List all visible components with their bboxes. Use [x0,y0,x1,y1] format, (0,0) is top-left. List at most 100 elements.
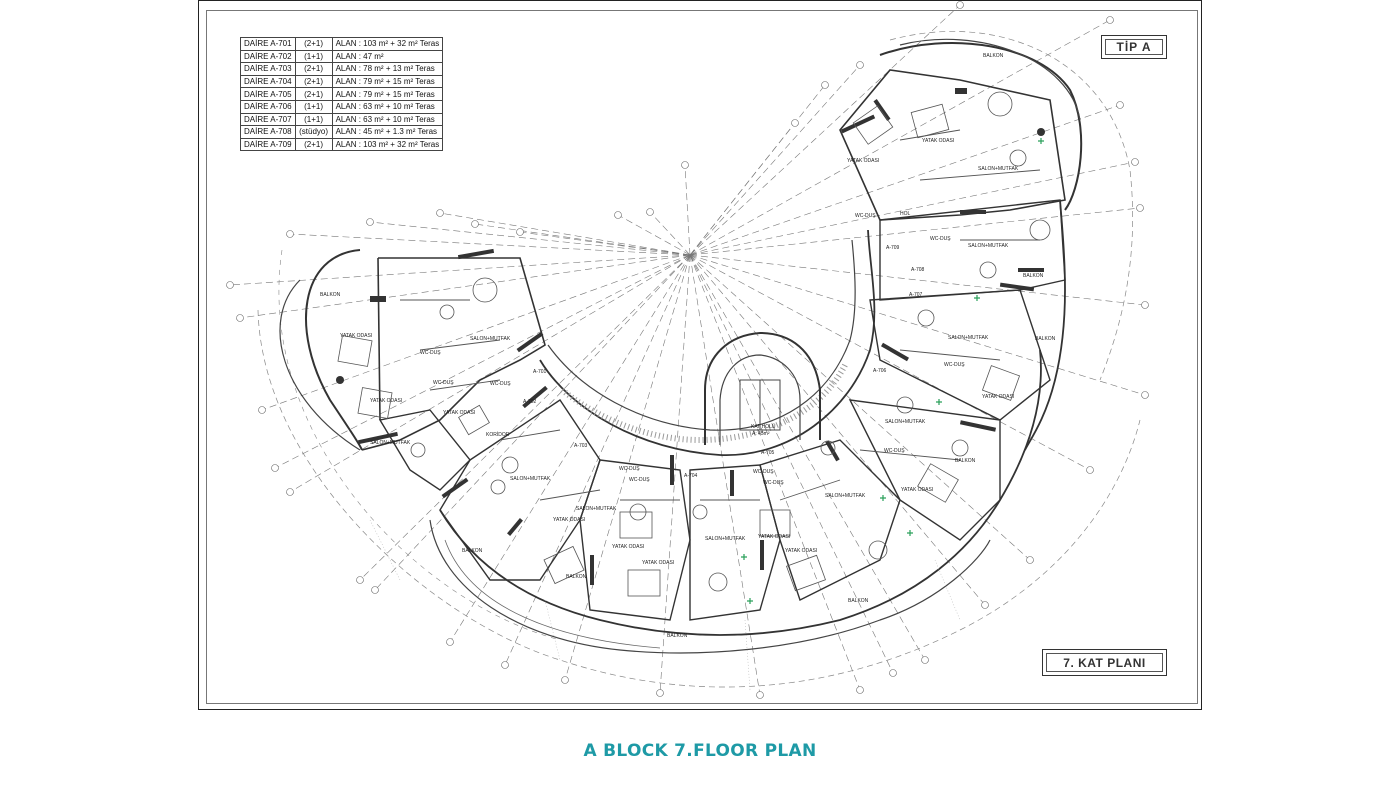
unit-tag: A-707 [909,292,923,298]
unit-tag: A-704 [684,473,698,479]
room-label: WC-DUŞ [490,381,511,387]
room-label: WC-DUŞ [629,477,650,483]
room-label: SALON+MUTFAK [470,336,511,342]
room-label: BALKON [566,574,587,580]
room-label: SALON+MUTFAK [968,243,1009,249]
column-marker [1037,128,1045,136]
unit-area-row: DAİRE A-709(2+1)ALAN : 103 m² + 32 m² Te… [240,137,444,152]
unit-tag: A-702 [523,399,537,405]
unit-area-cell: ALAN : 63 m² + 10 m² Teras [331,112,444,127]
unit-area-table: DAİRE A-701(2+1)ALAN : 103 m² + 32 m² Te… [240,37,444,152]
outer-terrace-left [279,279,361,451]
room-label: SALON+MUTFAK [948,335,989,341]
room-label: SALON+MUTFAK [978,166,1019,172]
unit-layout-cell: (stüdyo) [294,125,333,139]
unit-layout-cell: (2+1) [294,62,333,76]
room-labels: A-701A-702A-703A-704A-705A-706A-707A-708… [320,53,1056,639]
unit-tag: A-708 [911,267,925,273]
unit-area-cell: ALAN : 79 m² + 15 m² Teras [331,74,444,89]
unit-area-cell: ALAN : 103 m² + 32 m² Teras [331,137,444,152]
unit-layout-cell: (2+1) [294,37,333,51]
room-label: YATAK ODASI [922,138,954,144]
room-label: SALON+MUTFAK [885,419,926,425]
unit-area-row: DAİRE A-702(1+1)ALAN : 47 m² [240,49,444,64]
unit-unit-cell: DAİRE A-705 [240,87,296,101]
unit-a704-walls [579,459,691,621]
unit-a707-walls [848,399,1001,541]
room-label: WC-DUŞ [884,448,905,454]
room-label: YATAK ODASI [785,548,817,554]
unit-layout-cell: (1+1) [294,49,333,64]
room-label: YATAK ODASI [758,534,790,540]
room-label: SALON+MUTFAK [370,440,411,446]
core-label: KAT HOLÜ [751,423,776,430]
unit-a709-walls [839,69,1066,221]
column-marker-left [336,376,344,384]
type-stamp: TİP A [1101,35,1167,59]
unit-area-row: DAİRE A-704(2+1)ALAN : 79 m² + 15 m² Ter… [240,74,444,89]
unit-tag: A-703 [574,443,588,449]
room-label: YATAK ODASI [553,517,585,523]
unit-a706-walls [759,439,901,601]
room-label: BALKON [983,53,1004,59]
unit-area-row: DAİRE A-703(2+1)ALAN : 78 m² + 13 m² Ter… [240,62,444,76]
floor-stamp: 7. KAT PLANI [1042,649,1167,676]
room-label: SALON+MUTFAK [825,493,866,499]
floor-label: 7. KAT PLANI [1063,655,1146,670]
balcony-curve-bottom [429,519,991,654]
corridor-outer-wall [539,229,876,456]
room-label: YATAK ODASI [901,487,933,493]
room-label: HOL [900,211,911,217]
core-area-label: A: 45m² [752,431,770,437]
room-label: WC-DUŞ [433,380,454,386]
unit-layout-cell: (2+1) [294,87,333,101]
room-label: WC-DUŞ [944,362,965,368]
drawing-inner-frame [206,10,1198,704]
room-label: WC-DUŞ [763,480,784,486]
room-label: WC-DUŞ [420,350,441,356]
balcony-hatch [369,519,961,691]
unit-tag: A-706 [873,368,887,374]
outer-facade-left [305,249,363,451]
elevator-shaft [739,379,781,431]
unit-unit-cell: DAİRE A-703 [240,62,296,76]
room-label: BALKON [1035,336,1056,342]
unit-tag: A-709 [886,245,900,251]
outer-offset-arc [257,309,1141,688]
room-label: BALKON [1023,273,1044,279]
unit-unit-cell: DAİRE A-704 [240,74,296,89]
room-label: BALKON [320,292,341,298]
room-label: YATAK ODASI [443,410,475,416]
unit-a703-walls [439,399,601,581]
room-label: SALON+MUTFAK [705,536,746,542]
corridor-hatch [560,363,848,444]
unit-layout-cell: (1+1) [294,99,333,114]
room-label: YATAK ODASI [847,158,879,164]
right-wing-terrace [899,38,1081,121]
room-label: SALON+MUTFAK [510,476,551,482]
balcony-curve-bottom-2 [444,539,661,649]
room-label: WC-DUŞ [619,466,640,472]
page-caption: A BLOCK 7.FLOOR PLAN [583,741,817,761]
room-label: KORİDOR [486,431,510,438]
unit-area-cell: ALAN : 78 m² + 13 m² Teras [331,62,444,76]
room-label: BALKON [667,633,688,639]
unit-a702-walls [378,409,471,491]
wall-markers [358,88,1044,585]
room-label: WC-DUŞ [753,469,774,475]
unit-unit-cell: DAİRE A-702 [240,49,296,64]
unit-unit-cell: DAİRE A-707 [240,112,296,127]
unit-area-cell: ALAN : 63 m² + 10 m² Teras [331,99,444,114]
unit-area-cell: ALAN : 45 m² + 1.3 m² Teras [331,125,444,139]
stair-core-outer [704,331,821,445]
unit-a705-walls [689,464,781,621]
unit-area-cell: ALAN : 103 m² + 32 m² Teras [331,37,444,51]
unit-area-row: DAİRE A-705(2+1)ALAN : 79 m² + 15 m² Ter… [240,87,444,101]
room-label: WC-DUŞ [930,236,951,242]
room-label: YATAK ODASI [340,333,372,339]
room-label: YATAK ODASI [612,544,644,550]
unit-area-cell: ALAN : 79 m² + 15 m² Teras [331,87,444,101]
grid-axis-bubbles [226,1,1149,699]
corridor-inner-wall [547,239,856,431]
